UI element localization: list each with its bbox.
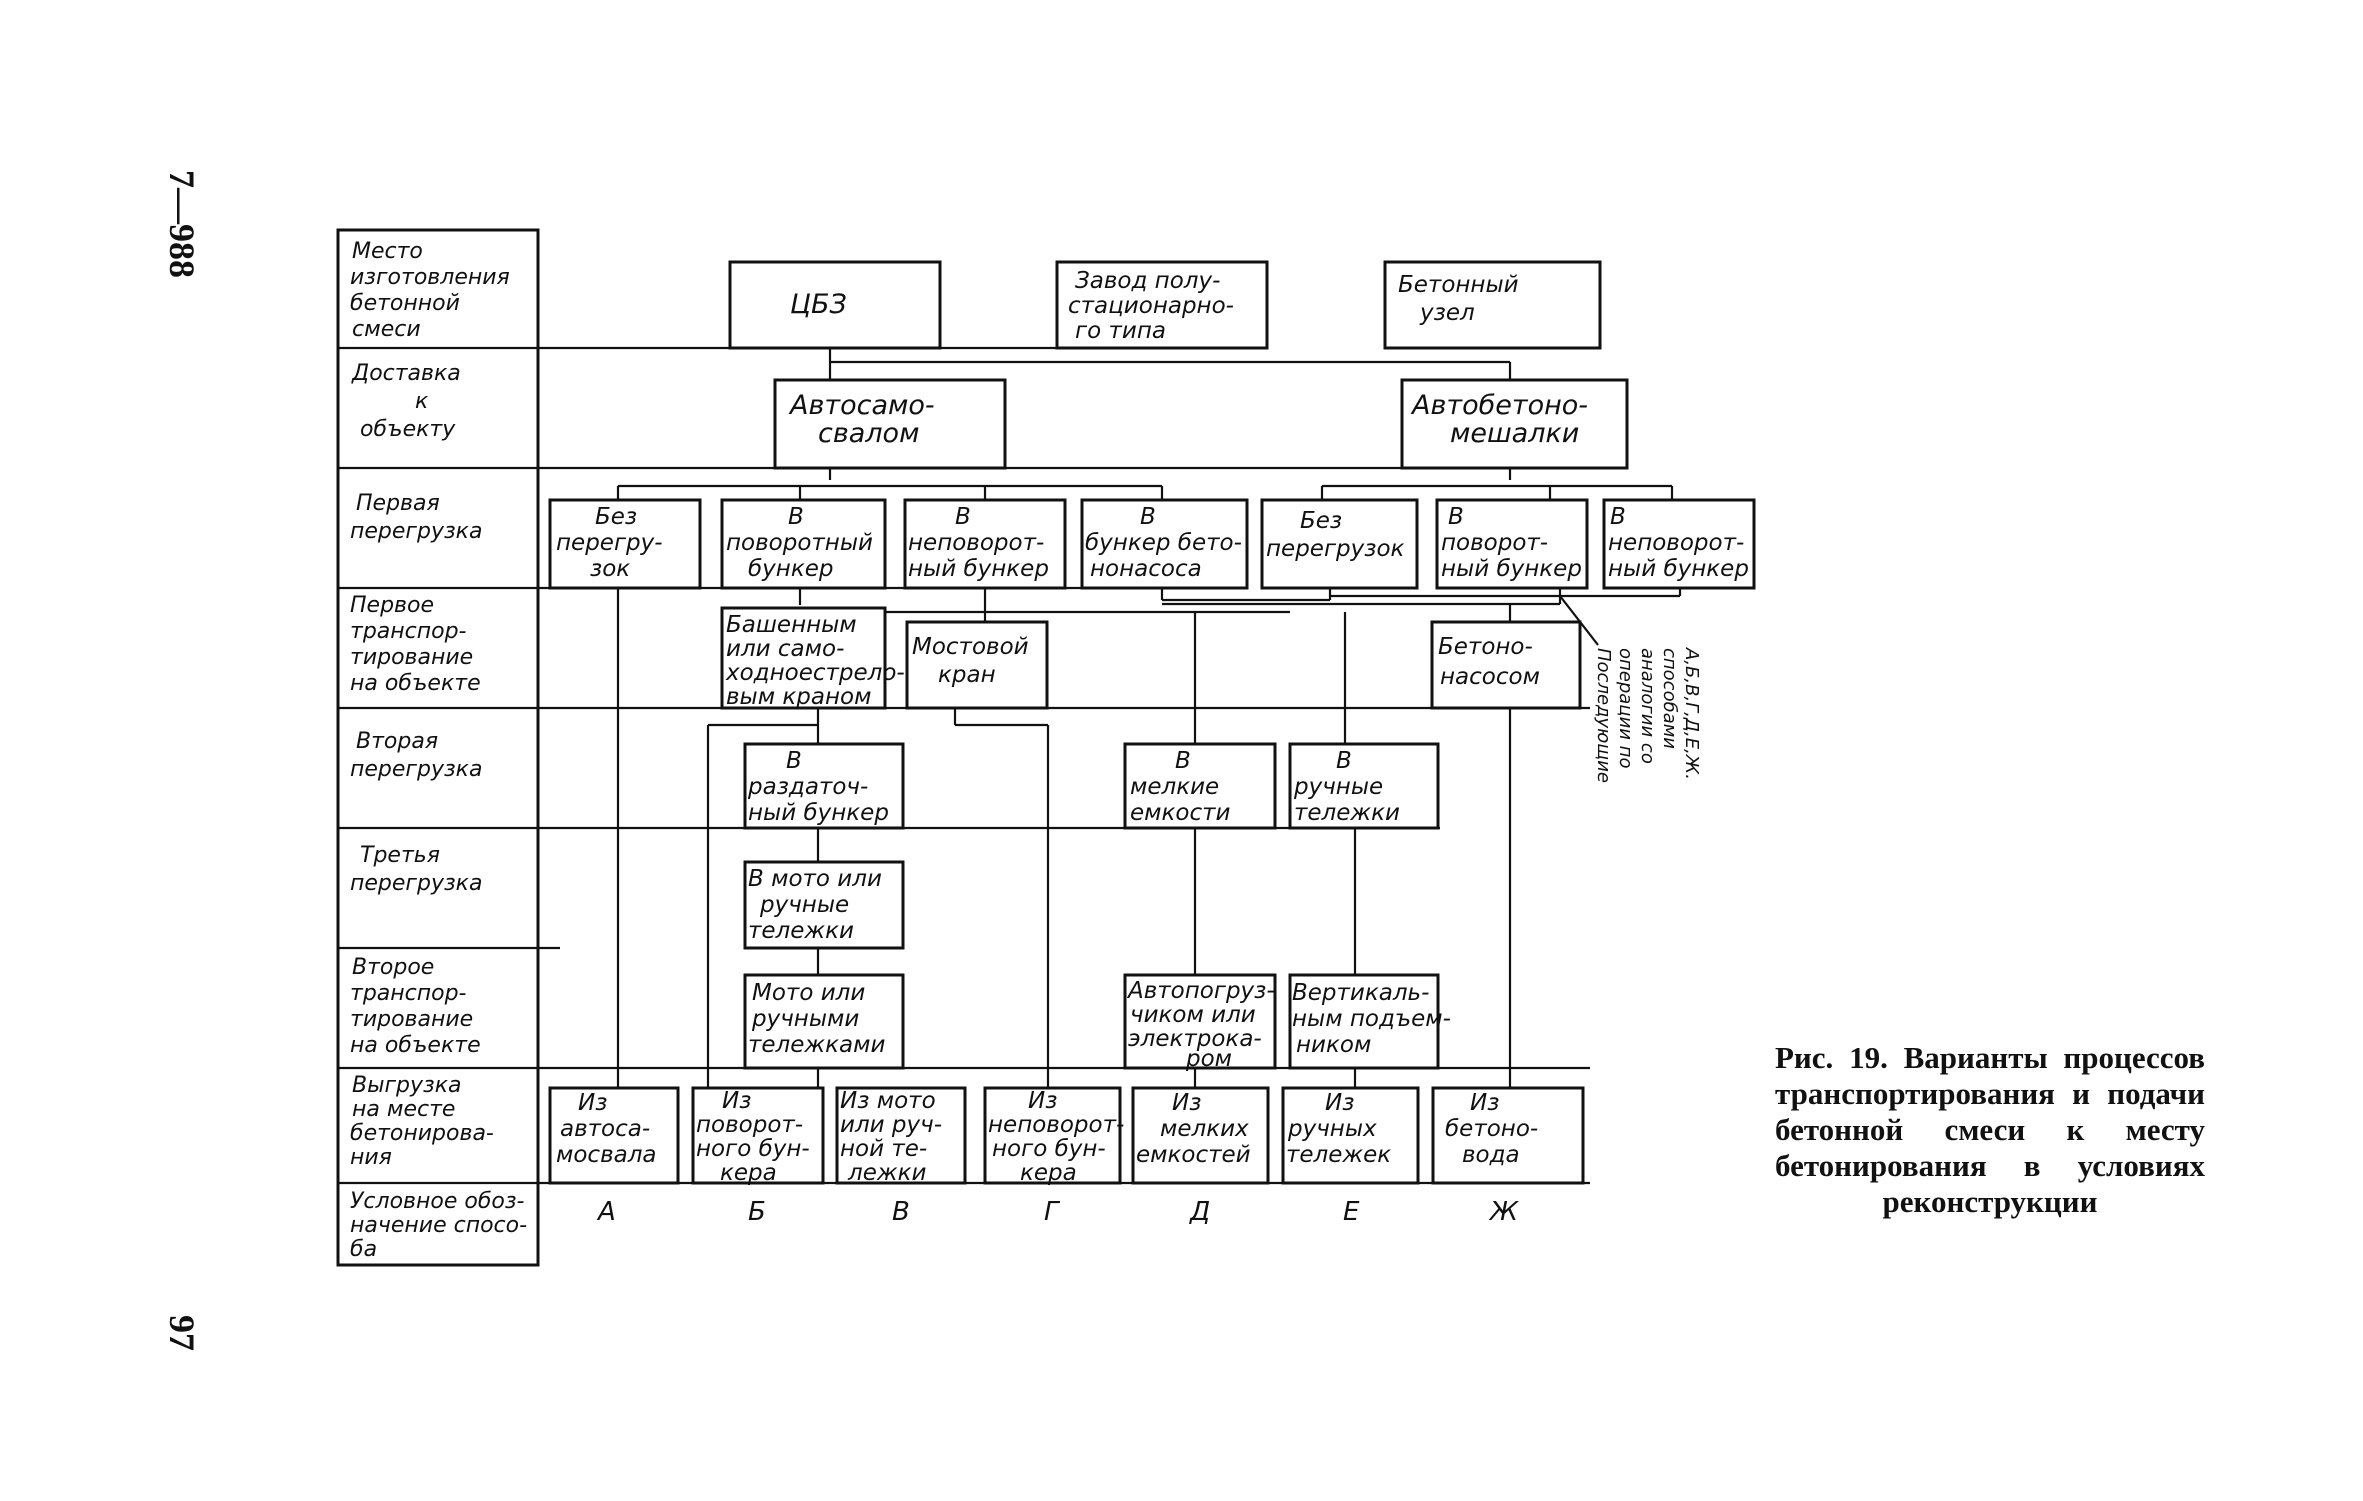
svg-text:Бетоно-насосом: Бетоно-насосом [1438,634,1540,690]
box-avtosamosval: Автосамо-свалом [773,378,1007,470]
box-cbz: ЦБЗ [728,260,942,350]
code-e: Е [1343,1197,1360,1227]
code-g: Г [1044,1197,1061,1227]
svg-text:Вертикаль-ным подъем-ником: Вертикаль-ным подъем-ником [1292,980,1451,1058]
svg-text:Завод полу-стационарно-го типа: Завод полу-стационарно-го типа [1068,268,1234,344]
svg-text:ЦБЗ: ЦБЗ [790,289,847,320]
figure-caption: Рис. 19. Варианты процессов транспортиро… [1775,1040,2205,1219]
box-concrete-pump: Бетоно-насосом [1430,620,1582,710]
box-avtobetonomeshalki: Автобетоно-мешалки [1400,378,1629,470]
svg-text:Автобетоно-мешалки: Автобетоно-мешалки [1410,390,1588,449]
side-note: Последующие операции по аналогии со спос… [1593,647,1702,789]
code-a: А [596,1197,616,1227]
side-number-top: 7—988 [162,170,202,278]
svg-text:Автосамо-свалом: Автосамо-свалом [788,390,935,449]
box-vertical-lift: Вертикаль-ным подъем-ником [1288,973,1451,1070]
row-label-code: Условное обоз-начение спосо-ба [350,1189,527,1262]
code-v: В [892,1197,910,1227]
code-b: Б [748,1197,766,1227]
code-d: Д [1189,1197,1210,1227]
connector-lines [616,348,1682,1088]
row-label-column [336,228,540,1267]
code-zh: Ж [1488,1197,1519,1227]
method-codes: А Б В Г Д Е Ж [596,1197,1519,1227]
box-zavod: Завод полу-стационарно-го типа [1055,260,1269,350]
side-number-bottom: 97 [162,1315,202,1351]
